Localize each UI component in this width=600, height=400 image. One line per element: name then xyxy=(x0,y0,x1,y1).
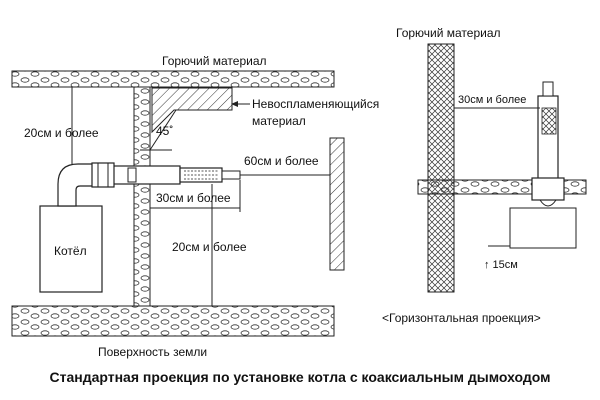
ceiling-slab xyxy=(11,70,335,88)
dim-60-label: 60см и более xyxy=(244,154,319,168)
neighbour-wall xyxy=(329,137,345,271)
wall xyxy=(133,86,151,307)
combustible-label-right: Горючий материал xyxy=(396,26,501,40)
dim-30-left-label: 30см и более xyxy=(156,191,231,205)
ground-label: Поверхность земли xyxy=(98,345,208,359)
pipe-coupling xyxy=(127,167,137,183)
horizontal-projection-label: <Горизонтальная проекция> xyxy=(382,311,541,325)
vent-grille xyxy=(184,170,218,180)
dim-20-upper-label: 20см и более xyxy=(24,126,99,140)
proj-wall xyxy=(427,43,455,293)
boiler xyxy=(39,205,103,293)
proj-boiler xyxy=(509,207,577,249)
dim-20-lower-label: 20см и более xyxy=(172,240,247,254)
terminal-tip xyxy=(221,170,241,180)
angle-guide-line xyxy=(149,109,177,151)
diagram-caption: Стандартная проекция по установке котла … xyxy=(49,369,551,385)
dim-15-label: ↑ 15см xyxy=(484,259,518,271)
proj-pipe-top xyxy=(542,81,554,97)
angle-label: 45˚ xyxy=(156,124,174,138)
boiler-label: Котёл xyxy=(54,244,87,258)
proj-grille xyxy=(541,107,557,135)
pipe-collar xyxy=(91,162,115,188)
nonflammable-label-line2: материал xyxy=(252,114,306,128)
combustible-label-left: Горючий материал xyxy=(162,54,267,68)
proj-coupling xyxy=(531,177,565,201)
nonflammable-label-line1: Невоспламеняющийся xyxy=(252,97,380,111)
floor-slab xyxy=(11,305,335,337)
dim-30-right-label: 30см и более xyxy=(458,94,527,106)
nonflammable-material xyxy=(151,87,233,134)
